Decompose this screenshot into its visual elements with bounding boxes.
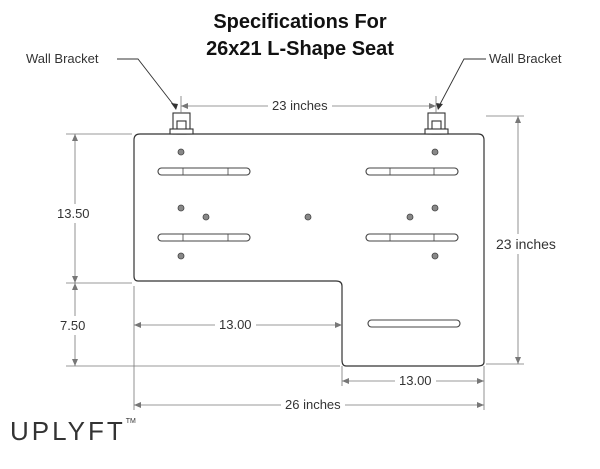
bracket-spacing-label: 23 inches [268,98,332,113]
hole [177,148,185,156]
cutout-width-label: 13.00 [215,317,256,332]
slot-middle-left [157,233,251,242]
upper-depth-label: 13.50 [57,204,90,223]
slot-lower-leg [367,319,461,328]
overall-width-label: 26 inches [281,397,345,412]
brand-name: UPLYFT [10,416,126,446]
hole [202,213,210,221]
total-depth-label: 23 inches [496,234,556,254]
slot-middle-right [365,233,459,242]
callout-leader-left [117,58,177,109]
hole [177,204,185,212]
wall-bracket-callout-right: Wall Bracket [489,51,562,66]
brand-logo: UPLYFTTM [10,416,136,447]
leg-width-label: 13.00 [395,373,436,388]
hole [431,148,439,156]
slot-upper-right [365,167,459,176]
page-subtitle: 26x21 L-Shape Seat [206,38,394,60]
hole [304,213,312,221]
seat-plate-outline [133,133,485,367]
hole [406,213,414,221]
hole [431,252,439,260]
hole [177,252,185,260]
lower-depth-label: 7.50 [60,316,86,335]
page-title: Specifications For [213,11,387,33]
trademark-mark: TM [125,418,136,425]
hole [431,204,439,212]
callout-leader-right [437,58,486,109]
wall-bracket-left [169,112,194,135]
wall-bracket-right [424,112,449,135]
slot-upper-left [157,167,251,176]
wall-bracket-callout-left: Wall Bracket [26,51,99,66]
